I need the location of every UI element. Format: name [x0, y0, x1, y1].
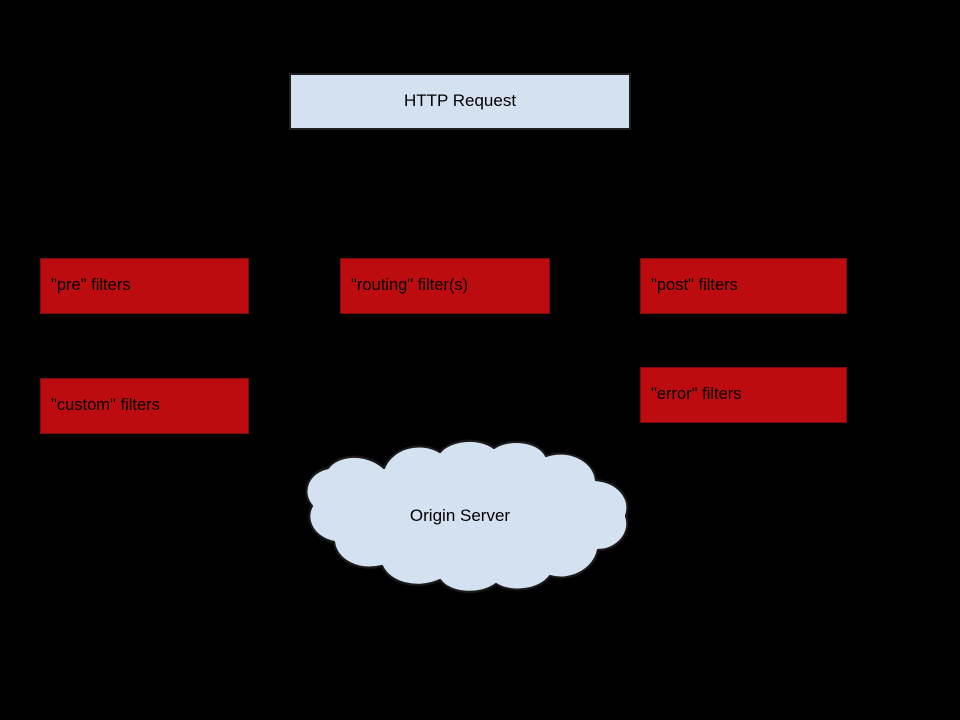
- node-pre-filters-label: "pre" filters: [51, 276, 131, 295]
- node-custom-filters-label: "custom" filters: [51, 396, 160, 415]
- node-routing-filters: "routing" filter(s): [340, 258, 550, 314]
- node-origin-server: Origin Server: [288, 438, 632, 593]
- node-post-filters-label: "post" filters: [651, 276, 738, 295]
- node-error-filters-label: "error" filters: [651, 385, 742, 404]
- node-post-filters: "post" filters: [640, 258, 847, 314]
- node-custom-filters: "custom" filters: [40, 378, 249, 434]
- node-http-request-label: HTTP Request: [403, 91, 517, 111]
- connector-filters-to-origin-server: [459, 314, 461, 440]
- connector-http-request-to-filters: [459, 130, 461, 258]
- node-routing-filters-label: "routing" filter(s): [351, 276, 469, 295]
- node-error-filters: "error" filters: [640, 367, 847, 423]
- node-pre-filters: "pre" filters: [40, 258, 249, 314]
- cloud-icon: [305, 439, 629, 593]
- node-http-request: HTTP Request: [289, 73, 631, 130]
